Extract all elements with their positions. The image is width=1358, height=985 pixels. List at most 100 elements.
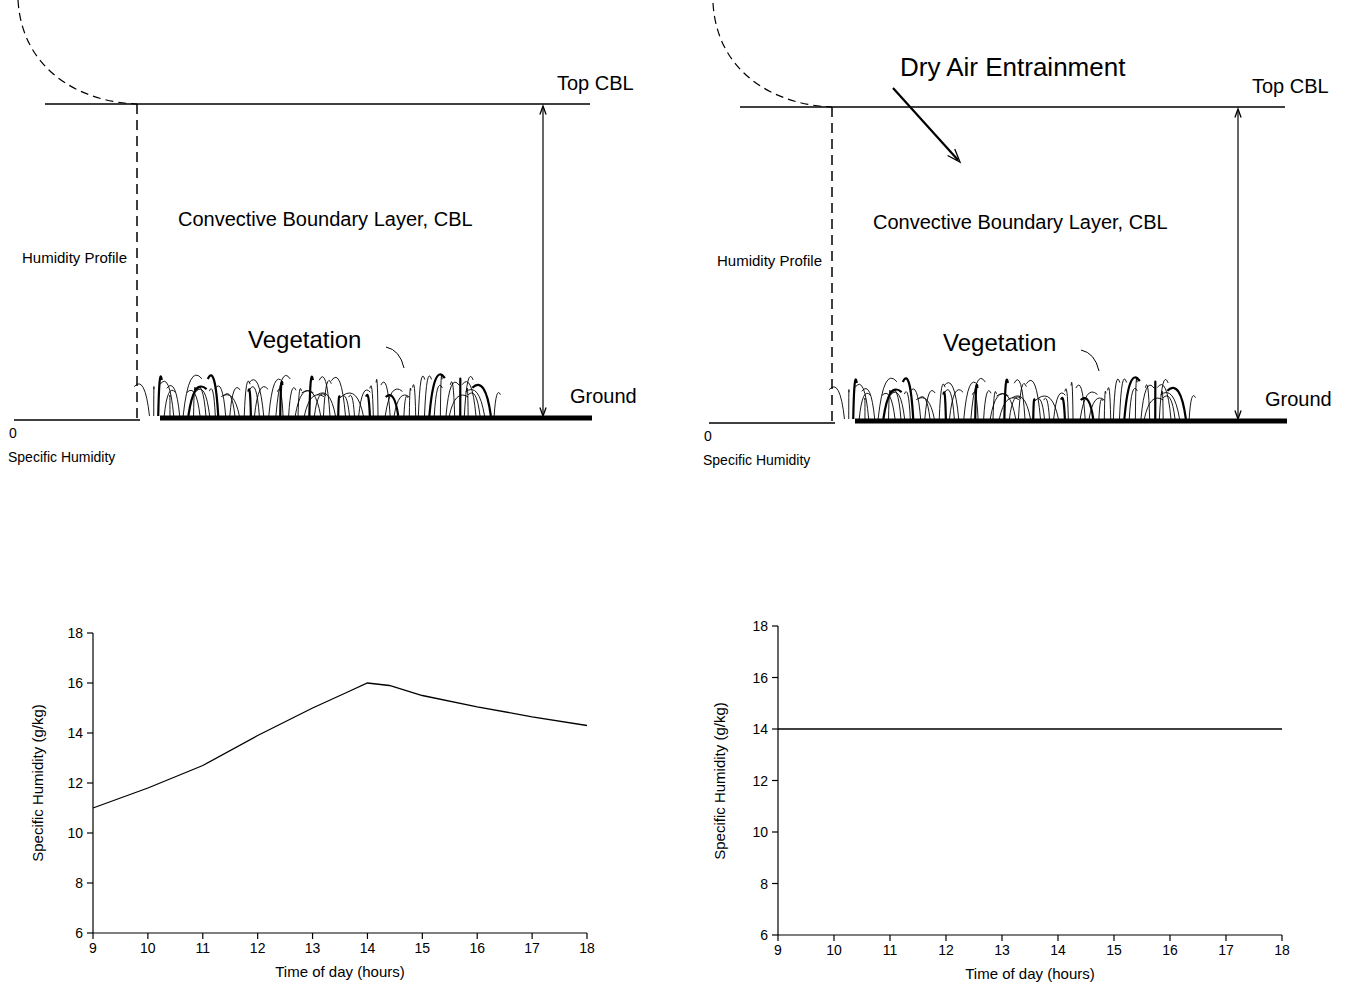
- grass-blade: [338, 396, 339, 416]
- x-tick: [889, 935, 890, 941]
- grass-blade: [829, 387, 844, 419]
- axis-label: Specific Humidity: [703, 452, 810, 468]
- x-tick-label: 16: [469, 940, 485, 956]
- y-tick: [87, 882, 93, 883]
- grass-blade: [1124, 377, 1139, 419]
- grass-blade: [939, 384, 945, 419]
- x-tick: [777, 935, 778, 941]
- grass-blade: [250, 387, 259, 416]
- x-tick: [1057, 935, 1058, 941]
- y-tick: [87, 782, 93, 783]
- grass-blade: [208, 375, 218, 416]
- grass-blade: [404, 396, 408, 416]
- grass-blade: [943, 392, 945, 419]
- x-tick-label: 17: [524, 940, 540, 956]
- x-tick-label: 9: [774, 942, 782, 958]
- grass-blade: [1038, 396, 1058, 419]
- grass-blade: [972, 392, 978, 419]
- x-tick: [1169, 935, 1170, 941]
- x-tick: [367, 933, 368, 939]
- x-tick-label: 10: [140, 940, 156, 956]
- x-tick-label: 9: [89, 940, 97, 956]
- x-tick-label: 13: [994, 942, 1010, 958]
- grass-blade: [209, 389, 215, 416]
- grass-blade: [446, 382, 459, 416]
- grass-blade: [304, 395, 324, 416]
- humidity-axis: [14, 419, 140, 421]
- arrow-head: [948, 149, 960, 162]
- grass-blade: [249, 380, 264, 416]
- arrow-head: [1235, 411, 1241, 419]
- x-tick-label: 14: [360, 940, 376, 956]
- grass-blade: [459, 379, 461, 416]
- y-tick: [87, 932, 93, 933]
- grass-blade: [276, 375, 290, 416]
- grass-blade: [1071, 382, 1073, 419]
- grass-blade: [413, 385, 416, 416]
- x-axis-title: Time of day (hours): [275, 963, 405, 980]
- grass-blade: [1113, 379, 1119, 419]
- grass-blade: [1163, 396, 1175, 419]
- grass-blade: [343, 393, 363, 416]
- grass-blade: [244, 381, 250, 416]
- y-tick: [87, 832, 93, 833]
- grass-blade: [1076, 385, 1085, 419]
- y-tick: [772, 883, 778, 884]
- grass-blade: [1012, 396, 1031, 419]
- y-tick-label: 8: [75, 875, 83, 891]
- grass-blade: [224, 394, 235, 416]
- y-tick: [772, 728, 778, 729]
- x-tick: [312, 933, 313, 939]
- grass-blade: [984, 391, 991, 419]
- y-tick: [772, 934, 778, 935]
- ground-line: [160, 416, 592, 421]
- cbl-height-arrow: [1237, 111, 1238, 417]
- x-tick: [202, 933, 203, 939]
- x-tick: [833, 935, 834, 941]
- x-tick: [257, 933, 258, 939]
- y-tick-label: 6: [760, 927, 768, 943]
- grass-blade: [919, 397, 930, 419]
- grass-blade: [1167, 388, 1186, 419]
- grass-blade: [386, 395, 399, 416]
- grass-blade: [418, 376, 424, 416]
- grass-blade: [472, 385, 491, 416]
- profile-label: Humidity Profile: [717, 252, 822, 269]
- x-tick: [586, 933, 587, 939]
- grass-blade: [1160, 393, 1179, 419]
- y-tick: [87, 632, 93, 633]
- y-tick-label: 18: [67, 625, 83, 641]
- cbl-top-line: [45, 103, 590, 105]
- cbl-height-arrow: [542, 108, 543, 414]
- grass-blade: [862, 389, 875, 419]
- grass-blade: [1065, 389, 1068, 419]
- grass-blade: [317, 393, 336, 416]
- x-tick: [1225, 935, 1226, 941]
- y-tick-label: 18: [752, 618, 768, 634]
- x-tick-label: 12: [938, 942, 954, 958]
- vegetation-leader: [1081, 350, 1099, 371]
- ground-line: [855, 419, 1287, 424]
- y-tick-label: 12: [752, 772, 768, 788]
- x-tick-label: 18: [1274, 942, 1290, 958]
- y-tick-label: 8: [760, 875, 768, 891]
- grass-blade: [298, 388, 301, 416]
- grass-blade: [1141, 385, 1154, 419]
- vegetation-label: Vegetation: [943, 329, 1056, 357]
- x-tick: [1001, 935, 1002, 941]
- grass-blade: [944, 383, 959, 419]
- y-tick-label: 6: [75, 925, 83, 941]
- grass-blade: [248, 389, 250, 416]
- grass-blade: [904, 392, 910, 419]
- grass-blade: [215, 386, 226, 416]
- grass-blade: [1004, 380, 1007, 419]
- grass-blade: [1044, 398, 1050, 419]
- vegetation-leader: [386, 347, 404, 368]
- entrainment-arrow: [893, 88, 958, 160]
- x-tick-label: 16: [1162, 942, 1178, 958]
- grass-blade: [864, 398, 865, 419]
- grass-blade: [277, 389, 283, 416]
- x-tick: [147, 933, 148, 939]
- grass-blade: [440, 376, 442, 416]
- grass-blade: [1099, 399, 1103, 419]
